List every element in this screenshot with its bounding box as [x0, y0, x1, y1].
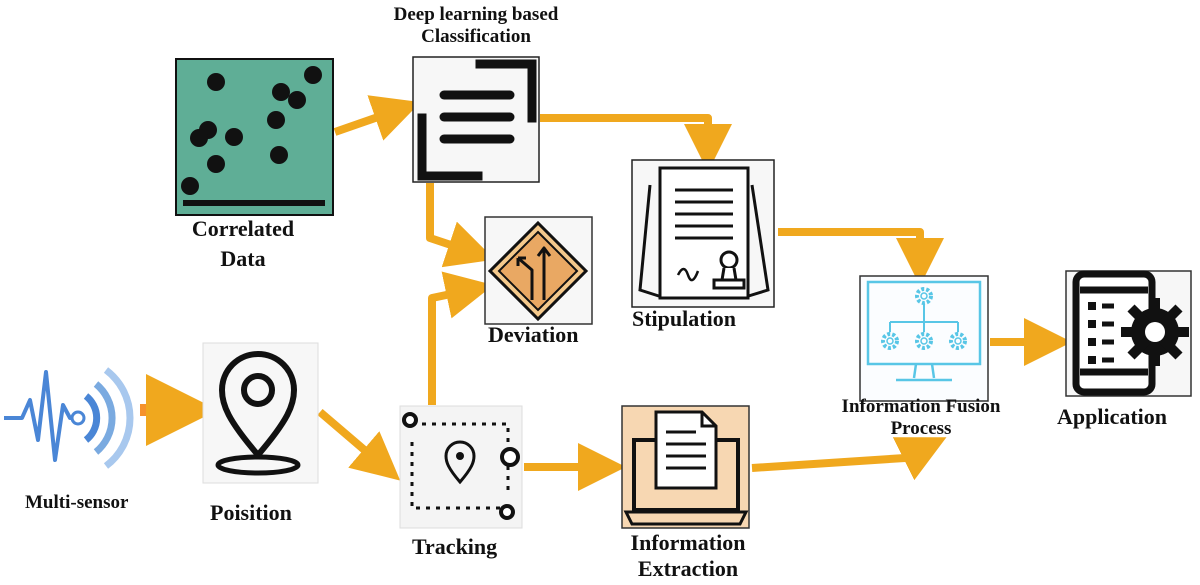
deviation-label: Deviation — [488, 322, 579, 347]
correlated-label-line2: Data — [220, 246, 266, 271]
connectors — [140, 95, 1072, 491]
correlated-data-label: Correlated Data — [168, 216, 318, 272]
wireless-signal-icon — [4, 367, 134, 469]
arrow-correlated-to-classification — [333, 95, 421, 141]
arrow-tracking-to-deviation — [428, 271, 494, 405]
contract-stamp-icon — [631, 159, 775, 308]
arrow-extraction-to-fusion — [751, 437, 947, 481]
application-label: Application — [1057, 404, 1168, 429]
route-tracking-icon — [399, 405, 523, 529]
arrow-position-to-tracking — [317, 408, 401, 481]
stipulation-label: Stipulation — [632, 306, 736, 331]
scatter-plot-icon — [175, 58, 334, 216]
map-pin-icon — [202, 342, 319, 484]
position-label: Poisition — [210, 500, 292, 525]
text-lines-icon — [412, 56, 540, 183]
fusion-label-line1: Information Fusion — [841, 396, 1001, 417]
information-extraction-label: Information Extraction — [608, 530, 768, 582]
fusion-label-line2: Process — [890, 418, 952, 439]
deep-learning-classification-label: Deep learning based Classification — [356, 4, 596, 48]
tracking-label: Tracking — [412, 534, 498, 559]
phone-gear-icon — [1065, 270, 1192, 397]
extraction-label-line1: Information — [630, 530, 746, 555]
multi-sensor-label: Multi-sensor — [25, 492, 129, 513]
monitor-gears-icon — [859, 275, 989, 402]
extraction-label-line2: Extraction — [637, 556, 739, 581]
arrow-classification-to-deviation — [426, 183, 495, 268]
arrow-stipulation-to-fusion — [778, 228, 944, 286]
road-fork-sign-icon — [484, 216, 593, 325]
laptop-document-icon — [621, 405, 750, 529]
information-fusion-label: Information Fusion Process — [818, 396, 1024, 440]
correlated-label-line1: Correlated — [191, 216, 295, 241]
deep-learning-label-line2: Classification — [421, 26, 531, 47]
deep-learning-label-line1: Deep learning based — [393, 4, 559, 25]
arrow-classification-to-stipulation — [540, 114, 732, 172]
